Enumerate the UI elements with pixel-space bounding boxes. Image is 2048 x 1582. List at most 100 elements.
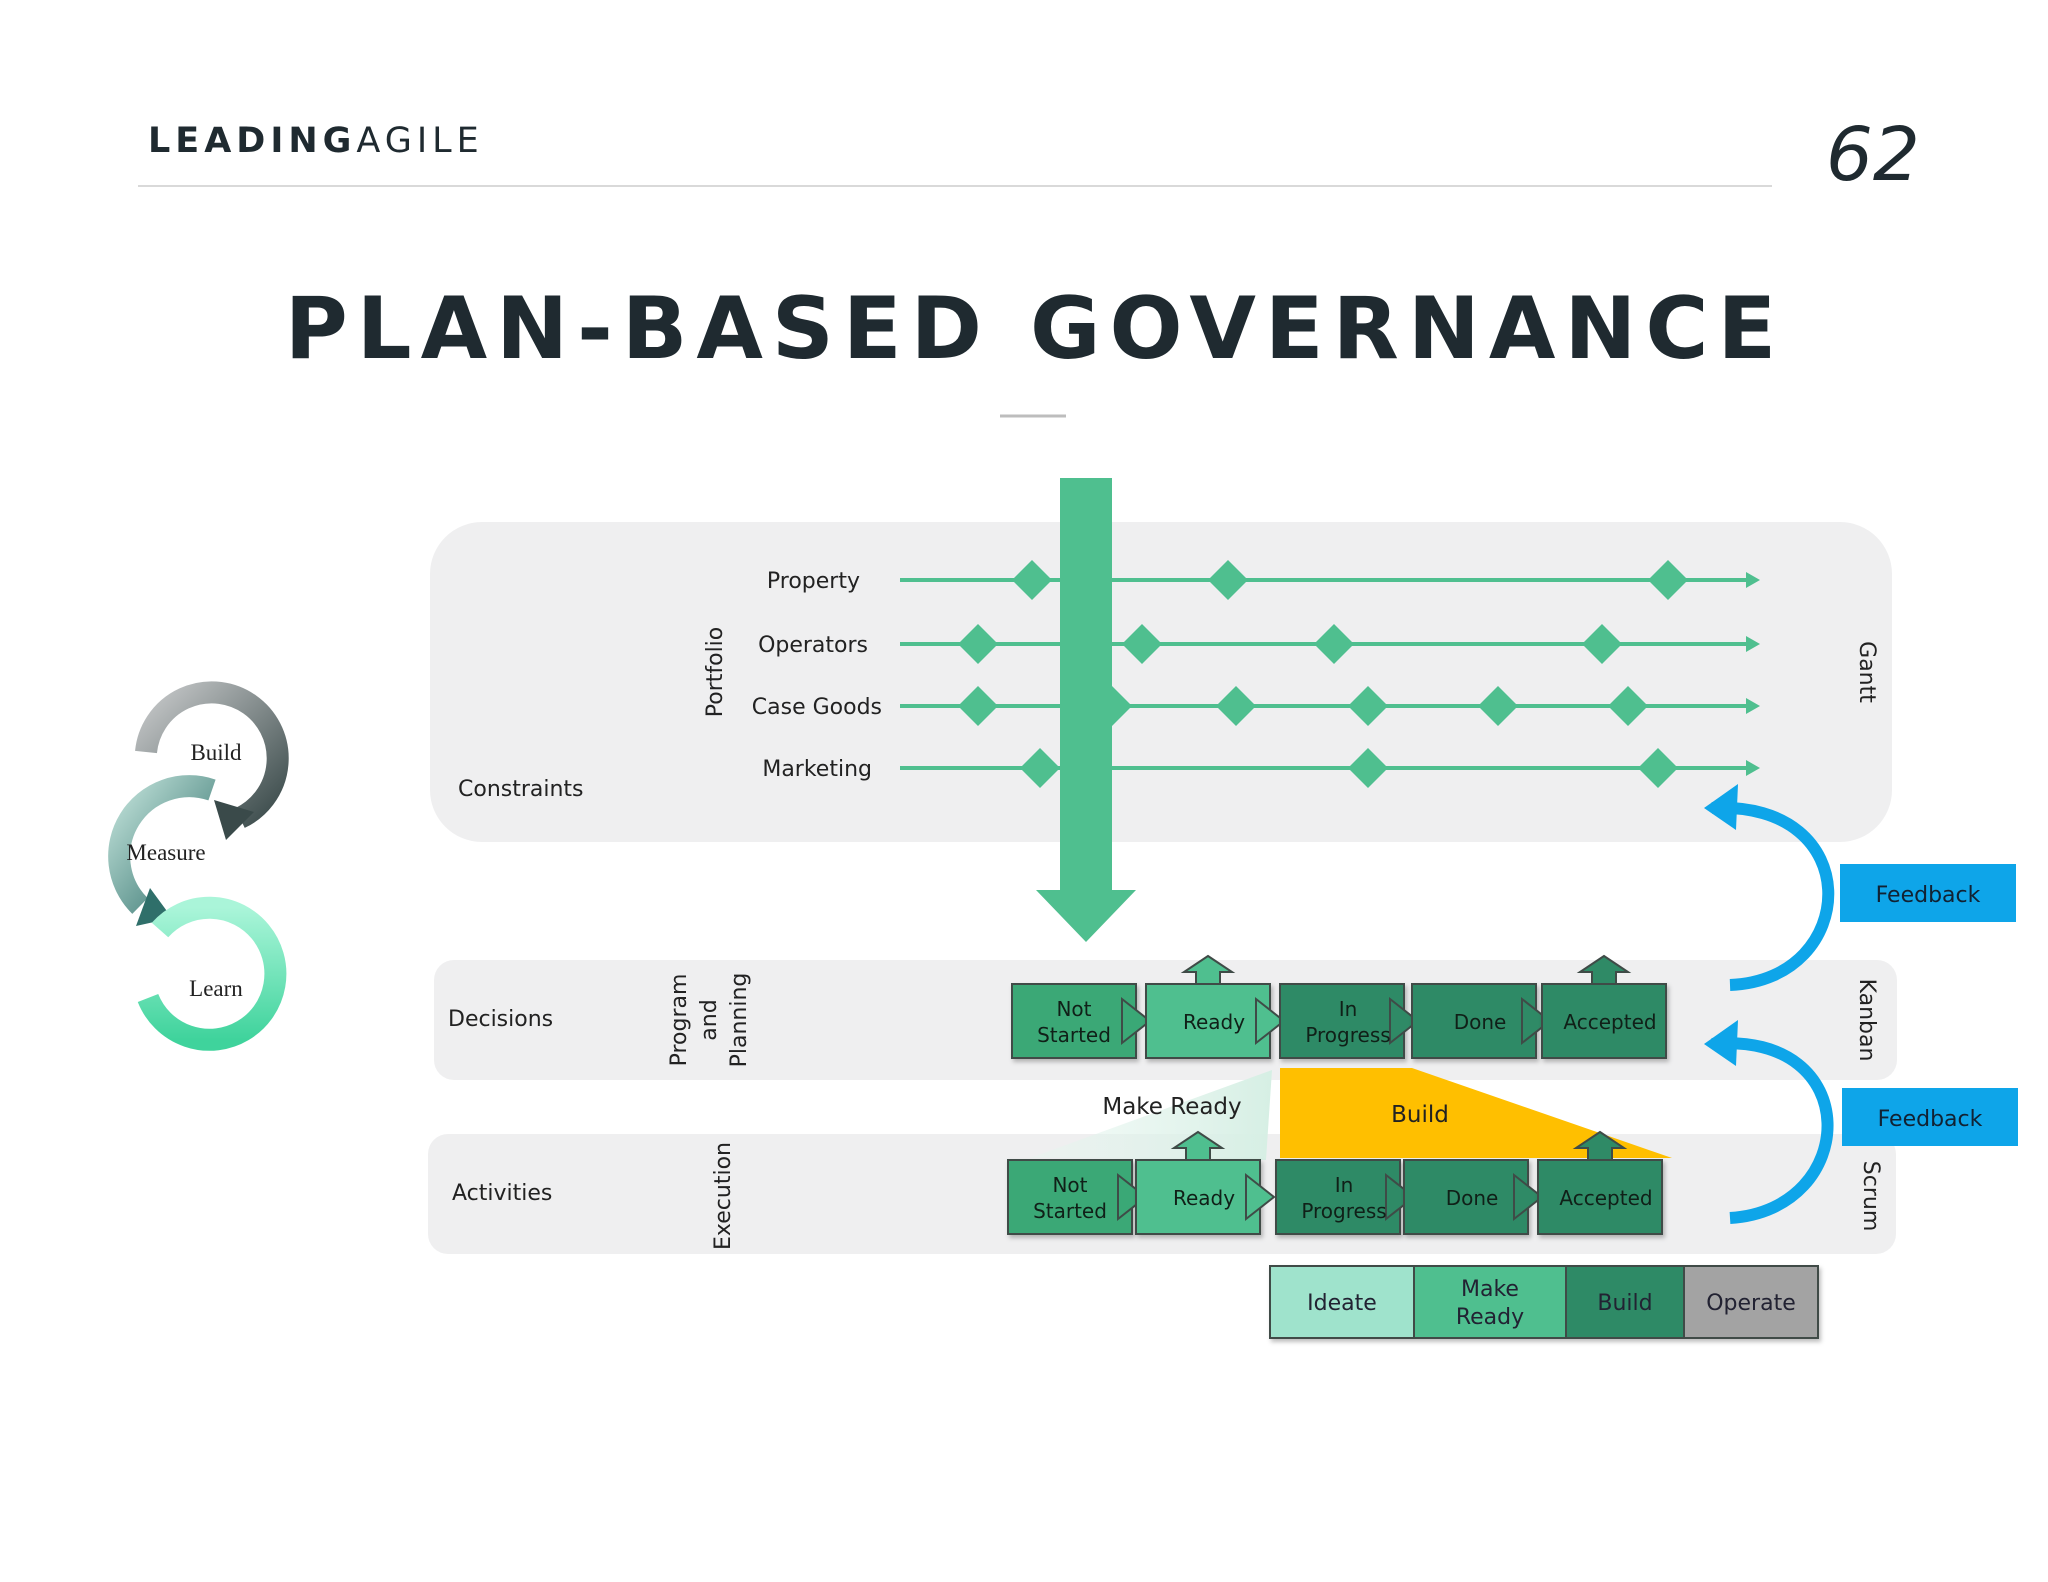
handoff-up-arrow	[1180, 954, 1236, 985]
make-ready-bridge-label: Make Ready	[1102, 1094, 1241, 1120]
feedback-tag-lower	[1842, 1088, 2018, 1146]
stage-label: Accepted	[1563, 1010, 1656, 1034]
gantt-row-label: Property	[767, 569, 860, 594]
build-bridge-label: Build	[1391, 1102, 1449, 1128]
execution-label: Execution	[711, 1142, 736, 1250]
program-planning-line: Planning	[727, 973, 752, 1068]
stage-label: Accepted	[1559, 1186, 1652, 1210]
stage-arrow	[1521, 996, 1552, 1046]
make-ready-bridge	[1030, 1070, 1272, 1160]
handoff-up-arrow	[1170, 1130, 1226, 1161]
stage-box: Done	[1411, 983, 1552, 1059]
measure-arc	[108, 775, 216, 914]
gantt-timeline-arrowhead	[1746, 760, 1760, 776]
feedback-loop-upper	[1711, 801, 1835, 991]
phase-legend-label: Make	[1461, 1277, 1519, 1302]
stage-label: Started	[1037, 1023, 1111, 1047]
stage-arrow	[1513, 1172, 1544, 1222]
milestone-diamond	[1348, 748, 1388, 788]
stage-arrow	[1389, 996, 1420, 1046]
stage-arrow	[1255, 996, 1286, 1046]
milestone-diamond	[1314, 624, 1354, 664]
phase-legend-swatch	[1683, 1265, 1819, 1339]
phase-legend-cell: Operate	[1683, 1265, 1819, 1339]
build-measure-learn-cycle: Build Measure Learn	[108, 681, 289, 1051]
milestone-diamond	[1348, 686, 1388, 726]
gantt-panel	[430, 522, 1892, 842]
stage-arrow	[1385, 1172, 1416, 1222]
brand-logo: LEADINGAGILE	[148, 121, 484, 161]
stage-label: Done	[1446, 1186, 1499, 1210]
feedback-loop-lower	[1711, 1037, 1834, 1224]
stage-box-body	[1541, 983, 1667, 1059]
feedback-tag-upper-label: Feedback	[1876, 883, 1981, 908]
stage-arrow	[1117, 1172, 1148, 1222]
stage-arrow	[1121, 996, 1152, 1046]
stage-label: Started	[1033, 1199, 1107, 1223]
phase-legend-swatch	[1269, 1265, 1415, 1339]
gantt-timeline-arrowhead	[1746, 636, 1760, 652]
milestone-diamond	[1478, 686, 1518, 726]
stage-box: Accepted	[1541, 954, 1667, 1059]
phase-legend-cell: Build	[1565, 1265, 1685, 1339]
milestone-diamond	[1012, 560, 1052, 600]
page-number: 62	[1826, 112, 1920, 198]
milestone-diamond	[958, 624, 998, 664]
phase-legend-label: Operate	[1706, 1291, 1796, 1316]
program-planning-line: Program	[667, 974, 692, 1067]
stage-label: Ready	[1173, 1186, 1235, 1210]
program-planning-label: Program and Planning	[667, 973, 752, 1068]
handoff-up-arrow	[1576, 954, 1632, 985]
measure-cycle-label: Measure	[126, 840, 205, 865]
feedback-tag-lower-label: Feedback	[1878, 1107, 1983, 1132]
phase-legend-label: Build	[1597, 1291, 1652, 1316]
gantt-timeline-arrowhead	[1746, 698, 1760, 714]
gantt-row: Case Goods	[752, 686, 1760, 726]
stage-box-body	[1411, 983, 1537, 1059]
stage-box: Ready	[1135, 1130, 1276, 1235]
stage-arrow	[1245, 1172, 1276, 1222]
stage-label: Progress	[1301, 1199, 1386, 1223]
scrum-side-label: Scrum	[1858, 1161, 1883, 1231]
activities-label: Activities	[452, 1181, 552, 1206]
milestone-diamond	[1638, 748, 1678, 788]
feedback-tag-upper	[1840, 864, 2016, 922]
gantt-row-label: Marketing	[762, 757, 872, 782]
milestone-diamond	[1608, 686, 1648, 726]
stage-box: Done	[1403, 1159, 1544, 1235]
phase-legend-swatch	[1413, 1265, 1567, 1339]
constraints-label: Constraints	[458, 777, 584, 802]
gantt-row: Operators	[758, 624, 1760, 664]
top-down-arrow	[1036, 478, 1136, 942]
milestone-diamond	[1582, 624, 1622, 664]
milestone-diamond	[958, 686, 998, 726]
program-planning-line: and	[697, 999, 722, 1040]
build-arc	[135, 681, 289, 828]
milestone-diamond	[1122, 624, 1162, 664]
gantt-timeline-arrowhead	[1746, 572, 1760, 588]
stage-box-body	[1275, 1159, 1401, 1235]
phase-legend-label: Ideate	[1307, 1291, 1377, 1316]
stage-box-body	[1145, 983, 1271, 1059]
build-cycle-label: Build	[190, 740, 242, 765]
gantt-row: Property	[767, 560, 1760, 600]
stage-box: Ready	[1145, 954, 1286, 1059]
gantt-row-label: Case Goods	[752, 695, 882, 720]
stage-box-body	[1011, 983, 1137, 1059]
page-title: PLAN-BASED GOVERNANCE	[285, 279, 1785, 379]
decisions-label: Decisions	[448, 1007, 553, 1032]
phase-legend-cell: Ideate	[1269, 1265, 1415, 1339]
phase-legend-label: Ready	[1456, 1305, 1524, 1330]
stage-label: Ready	[1183, 1010, 1245, 1034]
gantt-row-label: Operators	[758, 633, 868, 658]
learn-cycle-label: Learn	[189, 976, 243, 1001]
